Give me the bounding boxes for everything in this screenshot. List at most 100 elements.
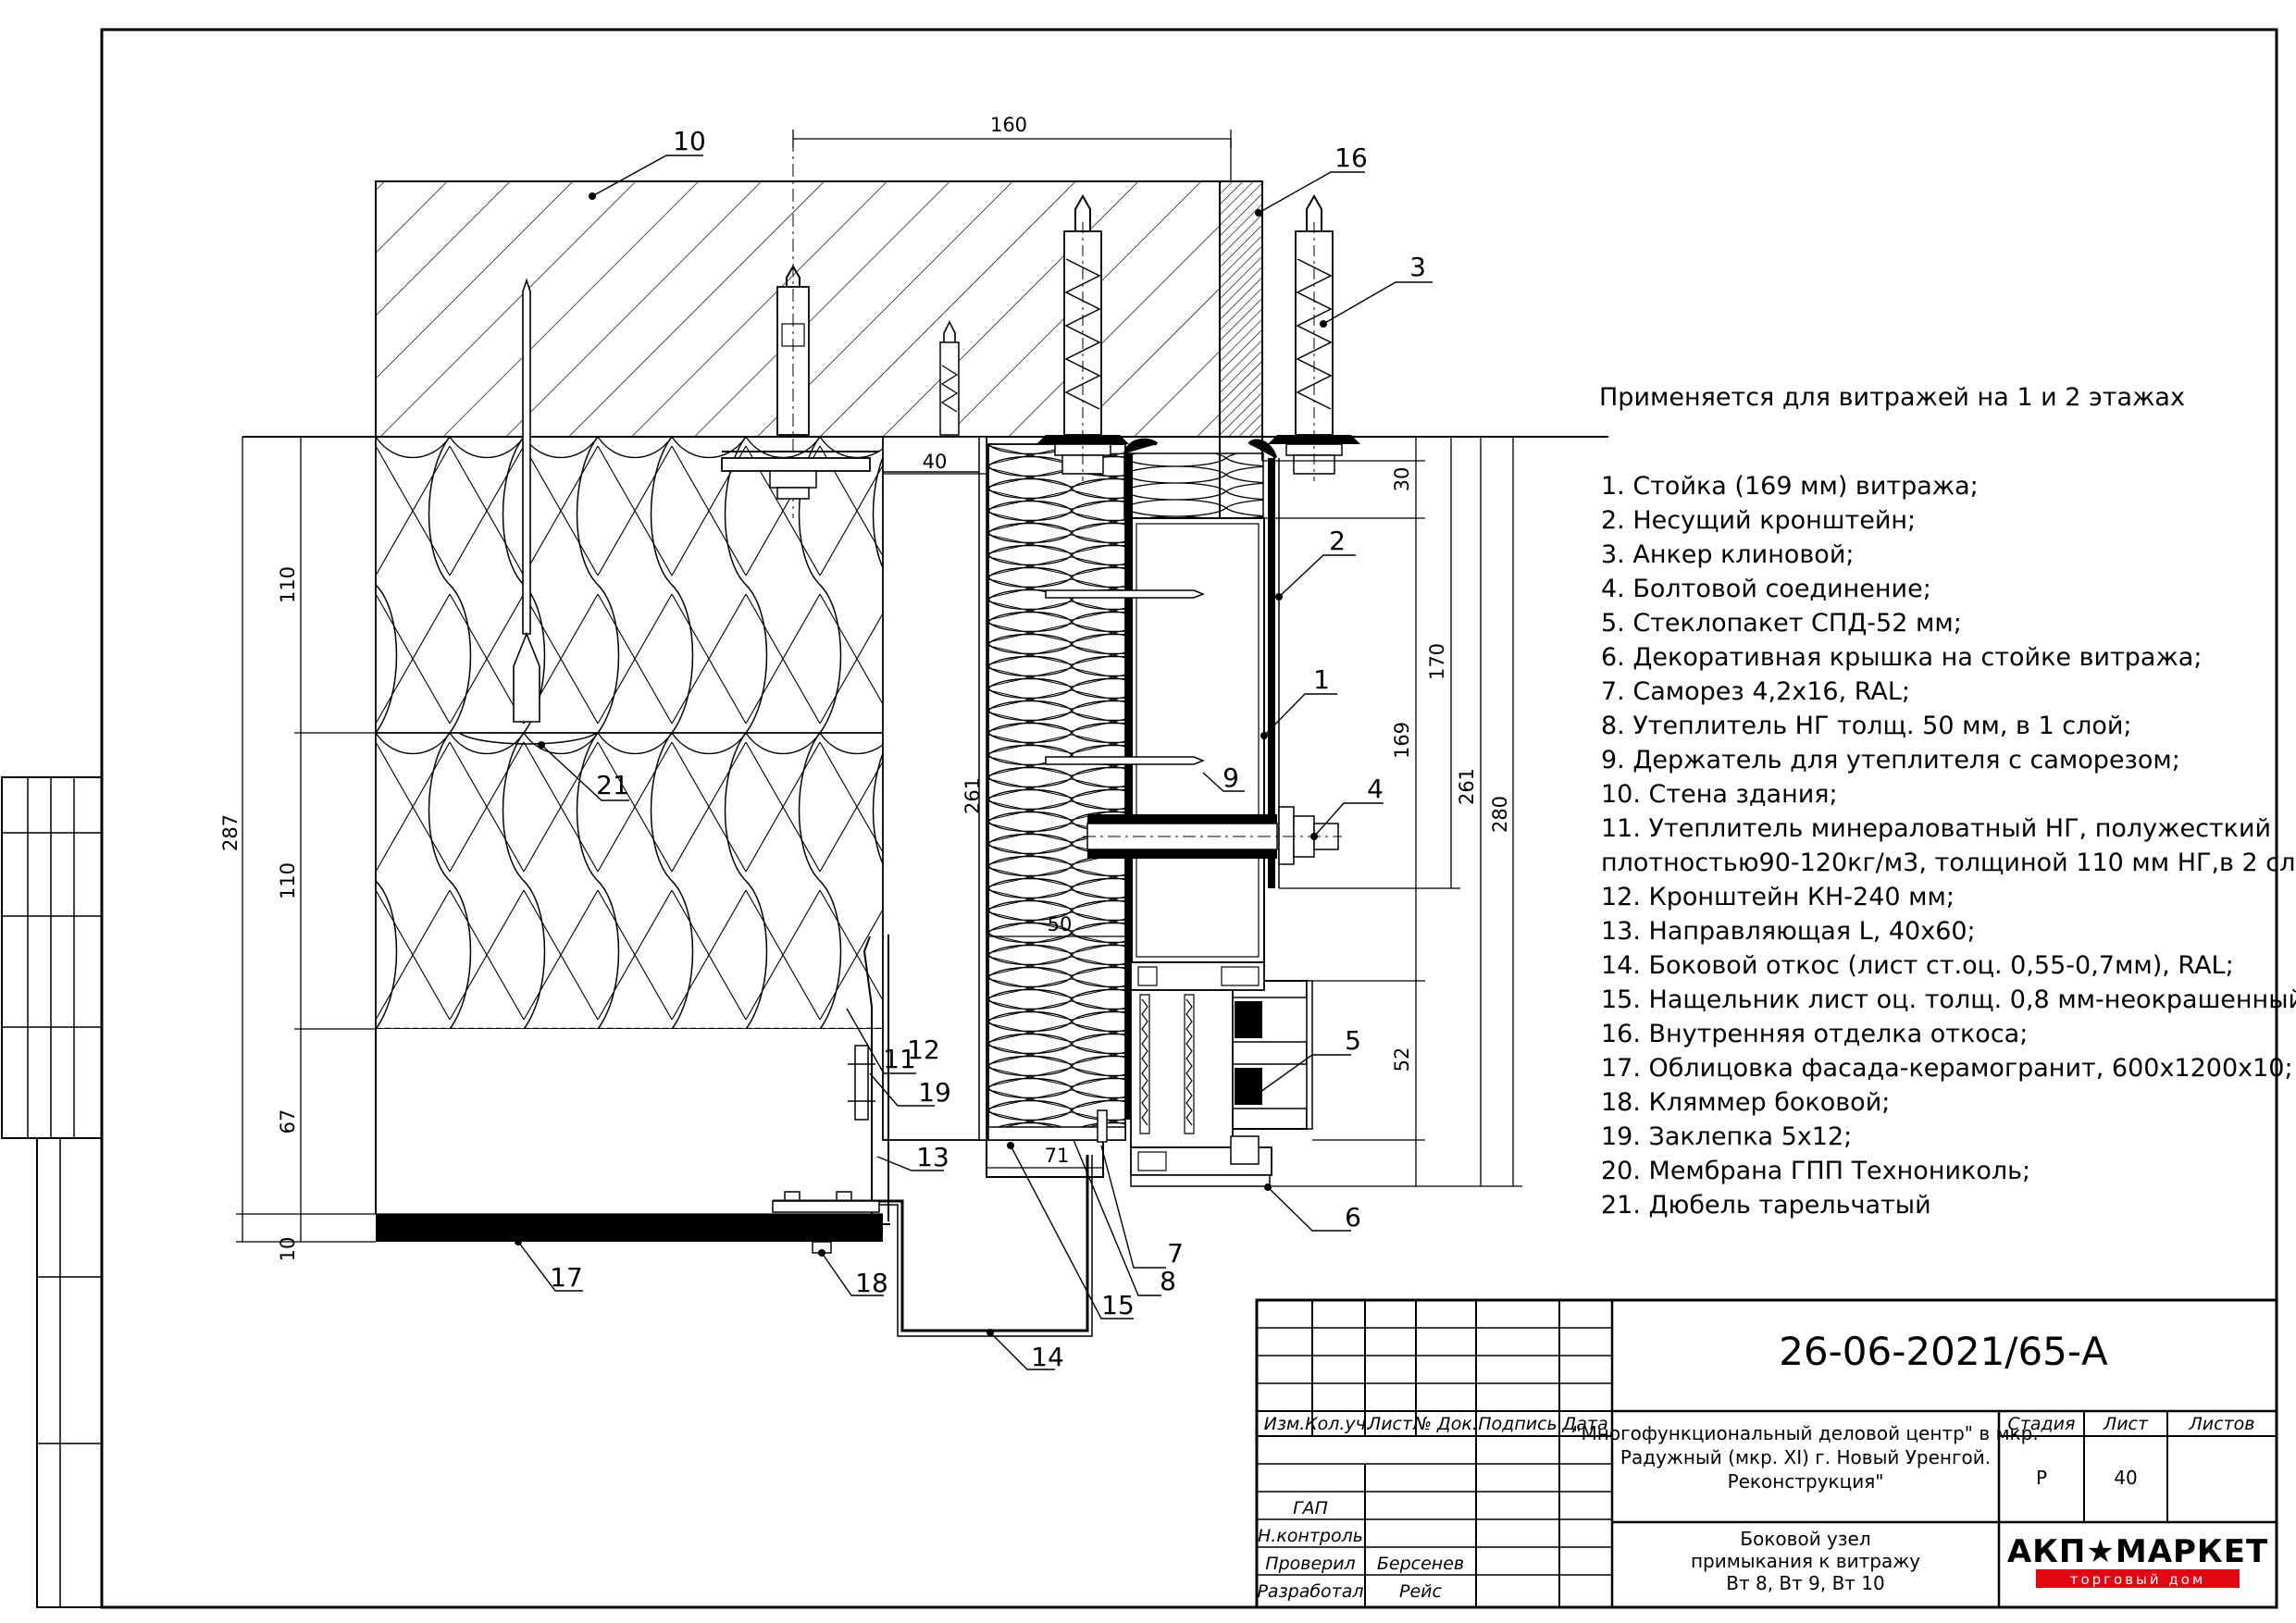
callout-4: 4 [1367,774,1384,804]
sheet-frame [1,28,2278,1609]
project-name-line: "Многофункциональный деловой центр" в мк… [1572,1422,2038,1444]
legend-item: 20. Мембрана ГПП Технониколь; [1601,1157,2030,1185]
header-izm: Изм. [1264,1414,1306,1434]
legend-list: 1. Стойка (169 мм) витража; 2. Несущий к… [1601,472,2296,1220]
sheets-header: Листов [2189,1414,2255,1434]
name-developed: Рейс [1399,1581,1442,1602]
dim-110-upper: 110 [277,566,299,603]
callout-21: 21 [596,770,629,800]
insulation-holders [1045,589,1206,765]
dim-261-left: 261 [962,777,984,814]
dimension-texts: 160 40 30 110 110 287 67 10 261 50 71 17… [219,114,1511,1261]
dim-160: 160 [990,114,1027,136]
leader-dots [515,192,1327,1336]
header-signature: Подпись [1478,1414,1557,1434]
callout-5: 5 [1345,1025,1361,1056]
role-developed: Разработал [1257,1581,1363,1602]
callout-14: 14 [1031,1342,1064,1372]
callout-16: 16 [1334,142,1368,173]
legend-item: 13. Направляющая L, 40х60; [1601,917,1976,946]
header-date: Дата [1561,1414,1607,1434]
dim-170: 170 [1426,643,1448,680]
legend-item: 18. Кляммер боковой; [1601,1088,1890,1117]
bracket-anchor [721,139,879,518]
glass-unit [1222,980,1313,1130]
sheet-header: Лист [2103,1414,2149,1434]
legend-item: 8. Утеплитель НГ толщ. 50 мм, в 1 слой; [1601,712,2132,740]
callout-15: 15 [1101,1290,1135,1320]
header-kol-uch: Кол.уч. [1305,1414,1371,1434]
logo-tagline: торговый дом [2070,1571,2206,1588]
legend-item: 12. Кронштейн КН-240 мм; [1601,883,1955,911]
wedge-anchor-left [1036,193,1129,481]
sub-frame-zone [882,436,987,1141]
dim-280: 280 [1489,796,1511,833]
legend-item: 14. Боковой откос (лист ст.оц. 0,55-0,7м… [1601,951,2234,980]
name-checked: Берсенев [1377,1554,1464,1574]
dim-110-lower: 110 [277,862,299,899]
plate-dowels [458,278,960,745]
dim-10: 10 [277,1237,299,1262]
legend-item: 15. Нащельник лист оц. толщ. 0,8 мм-неок… [1601,985,2296,1014]
legend-item: 21. Дюбель тарельчатый [1601,1191,1931,1220]
application-note: Применяется для витражей на 1 и 2 этажах [1599,383,2185,412]
callout-8: 8 [1160,1266,1176,1296]
header-doc-no: № Док. [1412,1414,1478,1434]
title-block-texts: 26-06-2021/65-А Изм. Кол.уч. Лист № Док.… [1257,1329,2254,1602]
legend-item: 2. Несущий кронштейн; [1601,506,1916,535]
legend-item: 4. Болтовой соединение; [1601,575,1931,603]
dim-287: 287 [219,814,242,851]
callout-10: 10 [673,126,706,156]
company-logo: АКП★МАРКЕТ торговый дом [2007,1533,2268,1588]
insulation-50mm [987,443,1126,1141]
callout-12: 12 [907,1035,940,1065]
legend-item: 6. Декоративная крышка на стойке витража… [1601,643,2202,672]
callout-3: 3 [1409,252,1426,282]
legend-item: 11. Утеплитель минераловатный НГ, полуже… [1601,814,2271,843]
dim-67: 67 [277,1109,299,1134]
dim-50: 50 [1048,913,1073,935]
legend-item: 16. Внутренняя отделка откоса; [1601,1020,2028,1048]
callout-1: 1 [1313,664,1330,695]
legend-item: 7. Саморез 4,2х16, RAL; [1601,677,1910,706]
legend-item: 9. Держатель для утеплителя с саморезом; [1601,746,2180,774]
drawing-title-line: примыкания к витражу [1691,1550,1920,1572]
callout-9: 9 [1222,762,1239,793]
role-n-control: Н.контроль [1258,1526,1363,1546]
legend-item: 10. Стена здания; [1601,780,1838,809]
ceramic-cladding [376,1214,883,1242]
stage-header: Стадия [2008,1414,2076,1434]
drawing-title-line: Вт 8, Вт 9, Вт 10 [1726,1572,1885,1594]
flashing [986,1109,1108,1178]
callout-6: 6 [1345,1202,1361,1233]
callout-17: 17 [550,1262,583,1293]
logo-red-band [2036,1569,2240,1588]
sheet-value: 40 [2114,1467,2137,1489]
title-block [1255,1298,2278,1609]
dim-169: 169 [1391,722,1413,759]
legend-item: 5. Стеклопакет СПД-52 мм; [1601,609,1962,638]
logo-wordmark: АКП★МАРКЕТ [2007,1533,2268,1570]
callout-11: 11 [883,1044,916,1074]
legend-item: 19. Заклепка 5х12; [1601,1122,1852,1151]
callout-19: 19 [918,1077,951,1108]
dim-52: 52 [1391,1047,1413,1072]
role-gap: ГАП [1293,1498,1328,1518]
project-name-line: Радужный (мкр. XI) г. Новый Уренгой. [1620,1446,1991,1468]
project-name-line: Реконструкция" [1728,1470,1884,1493]
callout-18: 18 [855,1268,888,1298]
bolt-connection [1083,806,1342,865]
stage-value: Р [2036,1467,2047,1489]
dim-40: 40 [923,451,948,473]
side-reveal-sheet [772,1155,1093,1337]
dim-71: 71 [1045,1145,1070,1167]
legend-item: 17. Облицовка фасада-керамогранит, 600х1… [1601,1054,2293,1083]
header-list: Лист [1367,1414,1413,1434]
dim-261-right: 261 [1456,768,1478,805]
dim-30: 30 [1391,467,1413,492]
legend-item: 3. Анкер клиновой; [1601,540,1854,569]
callout-13: 13 [916,1142,949,1172]
callout-labels: 10 16 3 2 1 9 4 21 5 11 12 19 13 6 7 8 1… [550,126,1426,1372]
dimension-lines [236,130,1522,1243]
